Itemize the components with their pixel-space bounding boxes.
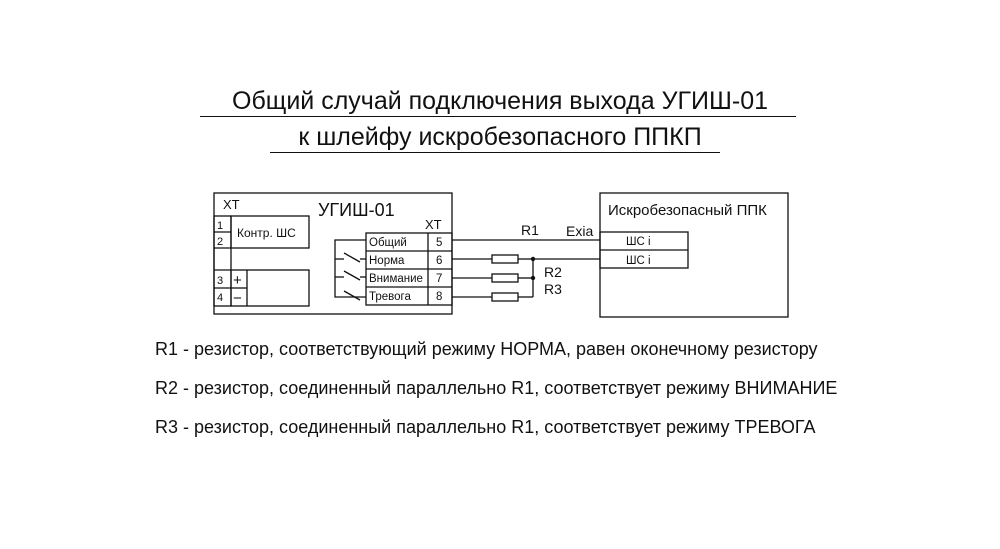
output-label-common: Общий [369, 237, 407, 249]
output-num-8: 8 [436, 291, 442, 303]
output-label-attention: Внимание [369, 273, 423, 285]
resistor-r3 [491, 292, 519, 302]
kontr-shs-label: Контр. ШС [237, 226, 296, 240]
title-underline-1 [200, 116, 796, 117]
title-line-1: Общий случай подключения выхода УГИШ-01 [232, 87, 768, 115]
note-r2: R2 - резистор, соединенный параллельно R… [155, 378, 838, 398]
terminal-3: 3 [217, 275, 223, 287]
output-label-norm: Норма [369, 255, 405, 267]
ppk-shs-1: ШС i [626, 236, 651, 248]
terminal-block-left [213, 215, 232, 307]
resistor-r1 [491, 254, 519, 264]
output-num-6: 6 [436, 255, 442, 267]
note-r1: R1 - резистор, соответствующий режиму НО… [155, 339, 818, 359]
terminal-2: 2 [217, 236, 223, 248]
title-underline-2 [270, 152, 720, 153]
ppk-shs-2: ШС i [626, 255, 651, 267]
ugish-name: УГИШ-01 [318, 200, 395, 220]
junction-dot-2 [530, 275, 536, 281]
terminal-4: 4 [217, 292, 223, 304]
ppk-title: Искробезопасный ППК [608, 202, 767, 219]
xt-label-left: ХТ [223, 197, 240, 212]
title-line-2: к шлейфу искробезопасного ППКП [298, 123, 702, 151]
kontr-shs-box [230, 215, 310, 249]
exia-label: Exia [566, 223, 593, 239]
r1-label: R1 [521, 222, 539, 238]
xt-label-right: ХТ [425, 217, 442, 232]
plus-label: + [233, 272, 242, 289]
terminal-1: 1 [217, 220, 223, 232]
r2-label: R2 [544, 264, 562, 280]
r3-label: R3 [544, 281, 562, 297]
output-num-7: 7 [436, 273, 442, 285]
note-r3: R3 - резистор, соединенный параллельно R… [155, 417, 816, 437]
resistor-r2 [491, 273, 519, 283]
junction-dot-1 [530, 256, 536, 262]
output-label-alarm: Тревога [369, 291, 411, 303]
minus-label: − [233, 290, 242, 307]
output-num-5: 5 [436, 237, 442, 249]
